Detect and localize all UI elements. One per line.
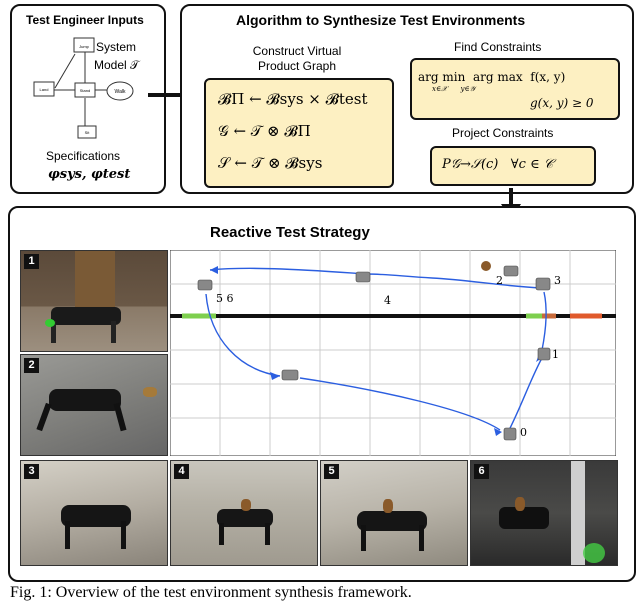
equation-graph: 𝒢 ← 𝒯 ⊗ 𝓑Π (218, 122, 311, 140)
equation-system: 𝒮 ← 𝒯 ⊗ 𝓑sys (218, 154, 323, 172)
project-label: Project Constraints (452, 126, 554, 140)
photo-number-3: 3 (24, 464, 39, 479)
photo-number-1: 1 (24, 254, 39, 269)
plot-label-56: 5 6 (216, 292, 234, 305)
optimization-box: arg min arg max f(x, y) x∈𝒳 y∈𝒴 g(x, y) … (410, 58, 620, 120)
photo-1: 1 (20, 250, 168, 352)
node-stand: Stand (80, 88, 90, 93)
inputs-panel: Test Engineer Inputs Jump Land Stand Sit… (10, 4, 166, 194)
photo-4: 4 (170, 460, 318, 566)
photo-3: 3 (20, 460, 168, 566)
photo-6: 6 (470, 460, 618, 566)
model-label: Model 𝒯 (94, 58, 140, 72)
plot-label-1: 1 (552, 348, 559, 361)
spec-formula: φsys, φtest (48, 167, 131, 182)
algorithm-panel: Algorithm to Synthesize Test Environment… (180, 4, 634, 194)
node-walk: Walk (115, 89, 126, 95)
projection-box: P𝒢→𝒮(c) ∀c ∈ 𝒞 (430, 146, 596, 186)
walk-node: Walk (106, 81, 134, 101)
node-sit: Sit (85, 130, 91, 135)
product-graph-box: 𝓑Π ← 𝓑sys × 𝓑test 𝒢 ← 𝒯 ⊗ 𝓑Π 𝒮 ← 𝒯 ⊗ 𝓑sy… (204, 78, 394, 188)
optimization-subscripts: x∈𝒳 y∈𝒴 (432, 85, 476, 93)
photo-2: 2 (20, 354, 168, 456)
optimization-constraint: g(x, y) ≥ 0 (530, 96, 594, 110)
photo-number-5: 5 (324, 464, 339, 479)
figure-caption: Fig. 1: Overview of the test environment… (10, 584, 412, 601)
node-land: Land (40, 87, 49, 92)
reactive-plot: 5 6 4 2 3 1 0 (170, 250, 616, 456)
plot-label-0: 0 (520, 426, 527, 439)
algorithm-title: Algorithm to Synthesize Test Environment… (236, 12, 526, 28)
construct-label: Construct Virtual Product Graph (252, 44, 342, 73)
projection-formula: P𝒢→𝒮(c) ∀c ∈ 𝒞 (442, 157, 554, 172)
node-jump: Jump (79, 44, 90, 49)
photo-number-4: 4 (174, 464, 189, 479)
spec-label: Specifications (46, 149, 121, 163)
plot-label-2: 2 (496, 274, 503, 287)
photo-number-2: 2 (24, 358, 39, 373)
plot-label-3: 3 (554, 274, 561, 287)
optimization-objective: arg min arg max f(x, y) (418, 70, 566, 84)
photo-number-6: 6 (474, 464, 489, 479)
equation-product: 𝓑Π ← 𝓑sys × 𝓑test (218, 90, 368, 108)
system-model-diagram: Jump Land Stand Sit (33, 37, 108, 139)
photo-5: 5 (320, 460, 468, 566)
reactive-title: Reactive Test Strategy (210, 224, 370, 241)
plot-label-4: 4 (384, 294, 391, 307)
inputs-title: Test Engineer Inputs (26, 13, 144, 27)
find-label: Find Constraints (454, 40, 542, 54)
system-label: System (96, 40, 137, 54)
